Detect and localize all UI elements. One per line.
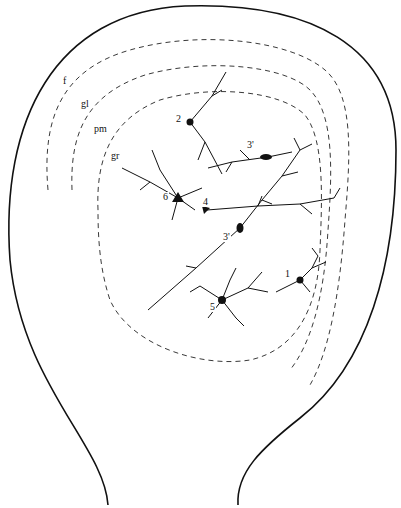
layer-label: gr [110, 151, 120, 161]
layer-label: gl [80, 99, 90, 109]
callout-number: 5 [209, 302, 216, 312]
callout-number: 1 [284, 269, 291, 279]
callout-number: 4 [202, 197, 209, 207]
layer-label: pm [93, 124, 108, 134]
neuron-drawing [122, 72, 340, 326]
layer-label: f [62, 76, 67, 86]
callout-number: 6 [162, 192, 169, 202]
layer-boundary [47, 40, 349, 385]
callout-number: 2 [175, 114, 182, 124]
neuron-soma [172, 119, 304, 305]
callout-number: 3' [246, 140, 255, 150]
bulb-outline [9, 6, 396, 505]
callout-number: 3' [222, 232, 231, 242]
